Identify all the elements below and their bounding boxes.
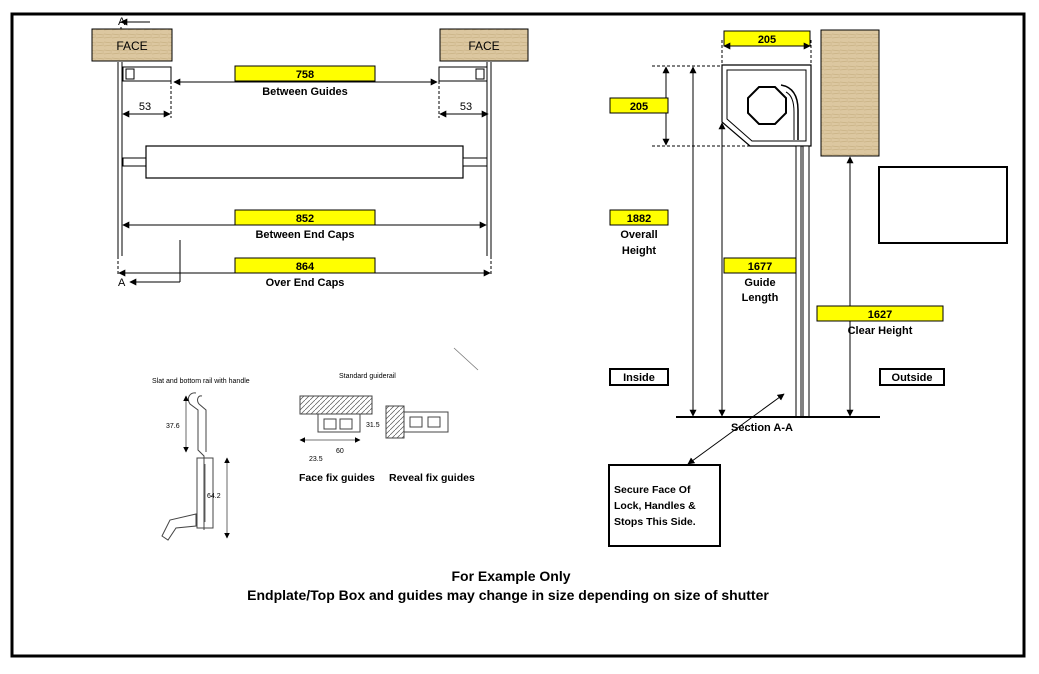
section-marker-bottom: A <box>118 277 126 289</box>
label-guide-length-2: Length <box>742 292 779 304</box>
label-between-guides: Between Guides <box>262 86 348 98</box>
label-guide-length-1: Guide <box>744 277 775 289</box>
handle <box>161 513 197 541</box>
guide-dim-2: 60 <box>336 448 344 455</box>
note-box <box>608 464 721 547</box>
label-face-fix-guides: Face fix guides <box>299 472 375 484</box>
face-label-left: FACE <box>116 39 147 53</box>
label-overall-height-1: Overall <box>620 229 657 241</box>
dim-value-guide-length: 1677 <box>748 261 772 273</box>
label-section-a-a: Section A-A <box>731 422 793 434</box>
dim-left-offset: 53 <box>139 101 151 113</box>
rail-dim-2: 64.2 <box>207 493 221 500</box>
label-reveal-fix-guides: Reveal fix guides <box>389 472 475 484</box>
label-over-end-caps: Over End Caps <box>266 277 345 289</box>
dim-box-clear-height <box>816 305 944 322</box>
dim-right-offset: 53 <box>460 101 472 113</box>
label-between-end-caps: Between End Caps <box>255 229 354 241</box>
front-view: A FACE FACE 758 Between Guides 53 53 <box>91 16 529 289</box>
dim-box-guide-length <box>723 257 797 274</box>
label-outside: Outside <box>892 372 933 384</box>
note-arrow <box>687 393 785 465</box>
empty-box <box>878 166 1008 244</box>
label-overall-height-2: Height <box>622 245 657 257</box>
axle-left <box>122 157 148 167</box>
note-line-3: Stops This Side. <box>614 516 696 528</box>
face-block-right <box>439 28 529 62</box>
guide-title: Standard guiderail <box>339 373 396 380</box>
side-view: 205 205 1882 Overall Height 1677 Guide L… <box>608 29 1008 547</box>
guide-rail-inner <box>795 145 802 418</box>
reveal-fix-guide <box>403 411 449 433</box>
guide-dim-1: 31.5 <box>366 422 380 429</box>
dim-box-height <box>609 97 669 114</box>
face-block-left <box>91 28 173 62</box>
dim-value-over-end-caps: 864 <box>296 261 315 273</box>
label-clear-height: Clear Height <box>848 325 913 337</box>
dim-value-clear-height: 1627 <box>868 309 892 321</box>
roller-tube <box>145 145 464 179</box>
octagonal-roller <box>747 86 787 125</box>
reveal-fix-wall <box>385 405 405 439</box>
footer-line-2: Endplate/Top Box and guides may change i… <box>247 587 769 603</box>
profile-sketches: Slat and bottom rail with handle 37.6 64… <box>152 347 479 541</box>
guide-rail-outer <box>802 145 810 418</box>
dim-value-between-end-caps: 852 <box>296 213 314 225</box>
dim-box-overall-height <box>609 209 669 226</box>
drawing-border <box>10 12 1026 658</box>
slat-profile <box>187 392 205 530</box>
axle-right <box>462 157 488 167</box>
face-label-right: FACE <box>468 39 499 53</box>
rail-title: Slat and bottom rail with handle <box>152 378 250 385</box>
outside-box <box>879 368 945 386</box>
wall-block <box>820 29 880 157</box>
guide-dim-3: 23.5 <box>309 456 323 463</box>
face-fix-wall <box>299 395 373 415</box>
dim-value-overall-height: 1882 <box>627 213 651 225</box>
bottom-rail <box>196 457 214 529</box>
label-inside: Inside <box>623 372 655 384</box>
inside-box <box>609 368 669 386</box>
note-line-2: Lock, Handles & <box>614 500 696 512</box>
dim-value-box-height: 205 <box>630 101 648 113</box>
rail-dim-1: 37.6 <box>166 423 180 430</box>
footer-line-1: For Example Only <box>451 568 570 584</box>
dim-value-box-width: 205 <box>758 34 776 46</box>
guide-left <box>122 66 172 82</box>
note-line-1: Secure Face Of <box>614 484 691 496</box>
dim-value-between-guides: 758 <box>296 69 314 81</box>
